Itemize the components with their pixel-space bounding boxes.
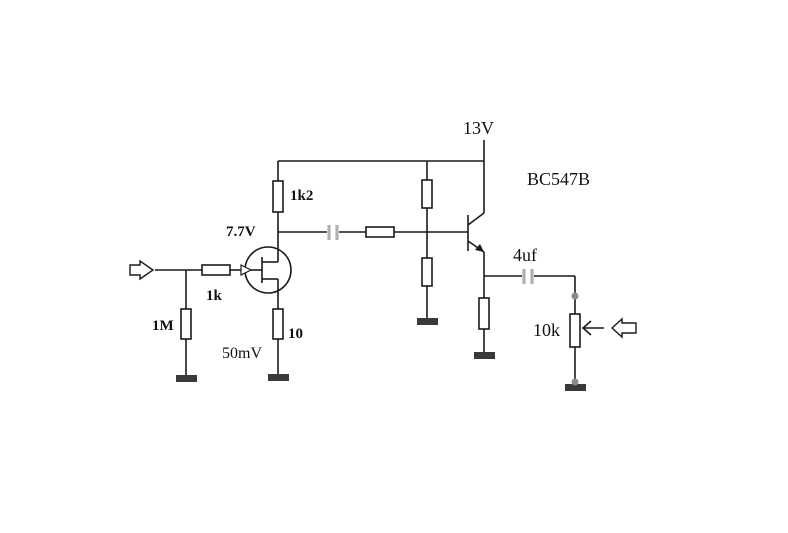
bjt-symbol — [467, 212, 485, 253]
output-arrow-icon — [610, 317, 637, 339]
ground-symbol — [268, 374, 289, 381]
supply-voltage-label: 13V — [463, 118, 494, 138]
resistor-1M — [180, 308, 192, 340]
drain-resistor-label: 1k2 — [290, 188, 313, 204]
ground-symbol — [474, 352, 495, 359]
capacitor-label: 4uf — [513, 245, 537, 265]
wiper-arrow-icon — [581, 320, 604, 336]
resistor-emitter — [478, 297, 490, 330]
capacitor-4uf — [522, 269, 534, 284]
source-voltage-label: 50mV — [222, 345, 262, 362]
resistor-bias-top — [421, 179, 433, 209]
pot-label: 10k — [533, 320, 560, 340]
wires — [155, 140, 576, 380]
drain-voltage-label: 7.7V — [226, 224, 256, 240]
potentiometer-10k — [569, 313, 581, 348]
jfet-symbol — [240, 246, 292, 294]
source-resistor-label: 10 — [288, 326, 303, 342]
terminal-dot — [571, 292, 579, 300]
input-arrow-icon — [129, 259, 155, 281]
gate-resistor-label: 1k — [206, 288, 223, 304]
transistor-label: BC547B — [527, 169, 590, 189]
ground-symbol — [417, 318, 438, 325]
resistor-1k2 — [272, 180, 284, 213]
ground-symbol — [565, 384, 586, 391]
capacitor-input-coupling — [327, 225, 339, 240]
resistor-bias-bottom — [421, 257, 433, 287]
bias-resistor-label: 1M — [152, 318, 174, 334]
terminal-dot — [571, 378, 579, 386]
resistor-1k — [201, 264, 231, 276]
resistor-series-base — [365, 226, 395, 238]
resistor-10 — [272, 308, 284, 340]
ground-symbol — [176, 375, 197, 382]
